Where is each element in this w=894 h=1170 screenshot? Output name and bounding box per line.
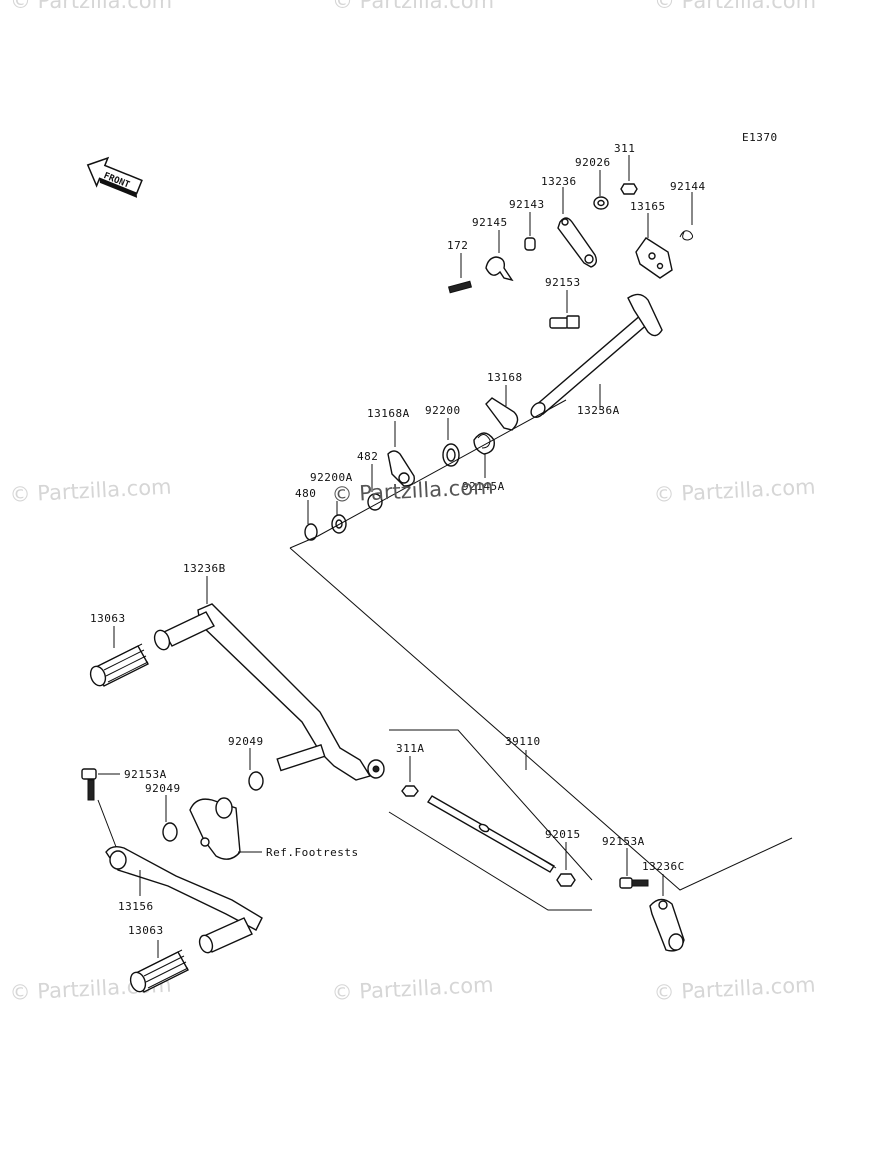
label-482: 482 [357, 450, 378, 463]
label-92144: 92144 [670, 180, 706, 193]
label-92200A: 92200A [310, 471, 353, 484]
label-480: 480 [295, 487, 316, 500]
label-39110: 39110 [505, 735, 541, 748]
part-13165-plate [635, 213, 673, 279]
label-92153A-b: 92153A [602, 835, 645, 848]
part-92015-nut [556, 842, 576, 887]
label-172: 172 [447, 239, 468, 252]
part-92143-collar [524, 212, 536, 251]
label-13063-bot: 13063 [128, 924, 164, 937]
watermark: © Partzilla.com [331, 973, 494, 1005]
label-92049-a: 92049 [228, 735, 264, 748]
watermark: © Partzilla.com [653, 475, 816, 507]
diagram-code: E1370 [742, 131, 778, 144]
label-13156: 13156 [118, 900, 154, 913]
part-13236B-shift-pedal [153, 576, 372, 781]
label-92153: 92153 [545, 276, 581, 289]
label-13236C: 13236C [642, 860, 685, 873]
assembly-guide-line [389, 729, 593, 881]
part-92200-washer [442, 418, 460, 467]
front-arrow-icon: FRONT [86, 156, 143, 198]
label-13236A: 13236A [577, 404, 620, 417]
label-311: 311 [614, 142, 635, 155]
part-92145-spring [485, 230, 514, 282]
label-92143: 92143 [509, 198, 545, 211]
part-13063-footpeg-rubber [129, 940, 189, 993]
part-92145A-spring [473, 432, 495, 478]
part-92049-washer-a [248, 748, 264, 791]
part-92153A-bolt-left [81, 768, 120, 853]
label-92200: 92200 [425, 404, 461, 417]
label-311A: 311A [396, 742, 425, 755]
watermark: © Partzilla.com [332, 0, 494, 13]
watermark: © Partzilla.com [331, 475, 494, 507]
label-92049-b: 92049 [145, 782, 181, 795]
part-92144-spring [679, 192, 694, 241]
part-13236C-lever [649, 874, 685, 952]
part-92153-bolt [549, 290, 580, 329]
part-13168-stopper [485, 385, 519, 431]
watermark: © Partzilla.com [10, 0, 172, 13]
part-482-collar [367, 464, 383, 511]
part-311A-nut [401, 756, 419, 797]
label-13063-top: 13063 [90, 612, 126, 625]
part-92200A-washer [331, 501, 347, 534]
label-ref-footrests: Ref.Footrests [266, 846, 359, 859]
label-92145: 92145 [472, 216, 508, 229]
part-92049-washer-b [162, 795, 178, 842]
label-13168: 13168 [487, 371, 523, 384]
part-13063-footpeg-rubber [89, 626, 149, 687]
part-311-nut [620, 155, 638, 195]
tie-rod-end-left [367, 759, 385, 779]
part-labels: 311 92026 13236 92144 92143 13165 92145 … [90, 142, 706, 937]
watermark: © Partzilla.com [653, 973, 816, 1005]
label-92153A-a: 92153A [124, 768, 167, 781]
part-13156-shift-pedal [105, 845, 263, 954]
assembly-guide-line [289, 547, 793, 891]
footrest-bracket-ref [189, 797, 262, 860]
part-172-stud [447, 253, 473, 294]
assembly-guide-line [388, 811, 592, 911]
label-92026: 92026 [575, 156, 611, 169]
label-92015: 92015 [545, 828, 581, 841]
part-13168A-arm [387, 421, 415, 487]
label-13236: 13236 [541, 175, 577, 188]
part-480-circlip [304, 500, 318, 541]
assembly-guide-line [289, 399, 567, 549]
part-92026-washer [593, 170, 609, 210]
label-13165: 13165 [630, 200, 666, 213]
watermark: © Partzilla.com [9, 475, 172, 507]
part-13236-lever [557, 187, 598, 268]
label-92145A: 92145A [462, 480, 505, 493]
part-39110-tie-rod [427, 750, 557, 873]
part-13236A-shift-shaft [530, 293, 663, 418]
part-92153A-bolt-right [619, 848, 649, 889]
label-13168A: 13168A [367, 407, 410, 420]
label-13236B: 13236B [183, 562, 226, 575]
watermark: © Partzilla.com [654, 0, 816, 13]
